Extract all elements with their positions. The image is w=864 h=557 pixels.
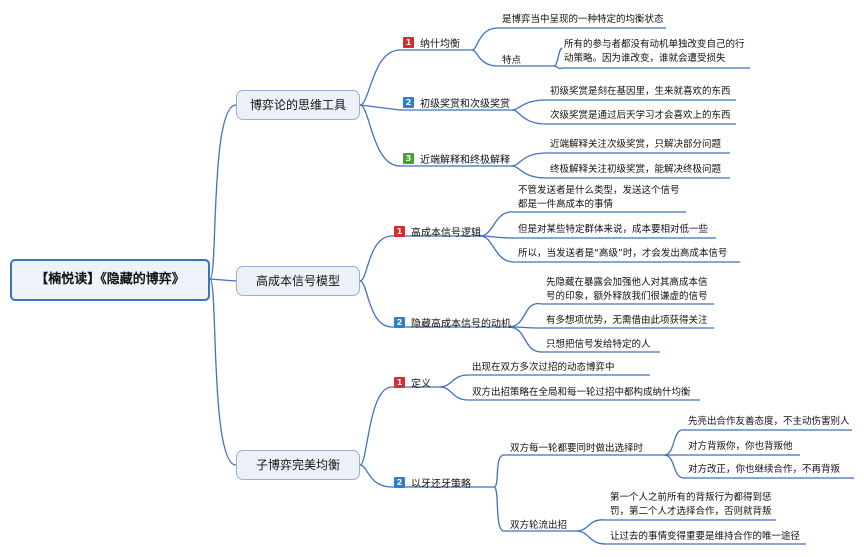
branch-subgame-perfect-equilibrium[interactable]: 子博弈完美均衡 [236, 450, 360, 480]
leaf-primary-reward: 初级奖赏是刻在基因里，生来就喜欢的东西 [550, 86, 731, 97]
group-label-features: 特点 [502, 55, 522, 66]
root-node[interactable]: 【楠悦读】《隐藏的博弈》 [10, 259, 210, 301]
sub-label: 高成本信号逻辑 [411, 228, 481, 239]
leaf-punish-betrayal: 第一个人之前所有的背叛行为都得到惩罚，第二个人才选择合作，否则就背叛 [610, 492, 772, 517]
sub-label: 以牙还牙策略 [411, 479, 471, 490]
leaf-signal-cost-lower: 但是对某些特定群体来说，成本要相对低一些 [518, 224, 709, 235]
leaf-signal-high-grade: 所以，当发送者是“高级”时，才会发出高成本信号 [518, 248, 728, 259]
sub-costly-signal-logic[interactable]: 1 高成本信号逻辑 [394, 224, 481, 239]
leaf-proximate-explanation: 近端解释关注次级奖赏，只解决部分问题 [550, 139, 722, 150]
branch-costly-signal-model[interactable]: 高成本信号模型 [236, 266, 360, 296]
sub-definition[interactable]: 1 定义 [394, 375, 431, 390]
sub-proximate-ultimate-explanation[interactable]: 3 近端解释和终极解释 [403, 151, 510, 166]
group-label-simultaneous: 双方每一轮都要同时做出选择时 [510, 443, 644, 454]
leaf-past-matters: 让过去的事情变得重要是维持合作的唯一途径 [610, 531, 801, 542]
sub-label: 定义 [411, 379, 431, 390]
sub-tit-for-tat[interactable]: 2 以牙还牙策略 [394, 475, 471, 490]
sub-label: 隐藏高成本信号的动机 [411, 319, 511, 330]
branch-game-theory-tools[interactable]: 博弈论的思维工具 [236, 90, 360, 120]
number-badge: 2 [403, 97, 414, 108]
leaf-global-nash: 双方出招策略在全局和每一轮过招中都构成纳什均衡 [472, 387, 691, 398]
leaf-betray-back: 对方背叛你，你也背叛他 [688, 441, 793, 452]
number-badge: 1 [403, 37, 414, 48]
leaf-secondary-reward: 次级奖赏是通过后天学习才会喜欢上的东西 [550, 110, 731, 121]
leaf-ultimate-explanation: 终极解释关注初级奖赏，能解决终极问题 [550, 164, 722, 175]
leaf-cooperate-first: 先亮出合作友善态度，不主动伤害别人 [688, 416, 850, 427]
leaf-signal-cost-all: 不管发送者是什么类型，发送这个信号都是一件高成本的事情 [518, 185, 680, 210]
number-badge: 1 [394, 377, 405, 388]
group-label-alternating: 双方轮流出招 [510, 520, 568, 531]
number-badge: 2 [394, 477, 405, 488]
leaf-nash-definition: 是博弈当中呈现的一种特定的均衡状态 [502, 14, 664, 25]
leaf-many-advantages: 有多想项优势，无需借由此项获得关注 [546, 315, 708, 326]
leaf-specific-receivers: 只想把信号发给特定的人 [546, 339, 651, 350]
number-badge: 3 [403, 153, 414, 164]
leaf-nash-feature: 所有的参与者都没有动机单独改变自己的行动策略。因为谁改变，谁就会遭受损失 [564, 39, 745, 64]
sub-label: 近端解释和终极解释 [420, 155, 510, 166]
leaf-hide-reveal: 先隐藏在暴露会加强他人对其高成本信号的印象，额外释放我们很谦虚的信号 [546, 277, 708, 302]
sub-label: 初级奖赏和次级奖赏 [420, 99, 510, 110]
sub-primary-secondary-reward[interactable]: 2 初级奖赏和次级奖赏 [403, 95, 510, 110]
sub-label: 纳什均衡 [420, 39, 460, 50]
leaf-keep-cooperating: 对方改正，你也继续合作，不再背叛 [688, 464, 841, 475]
number-badge: 1 [394, 226, 405, 237]
sub-nash-equilibrium[interactable]: 1 纳什均衡 [403, 35, 460, 50]
sub-hiding-signal-motive[interactable]: 2 隐藏高成本信号的动机 [394, 315, 511, 330]
number-badge: 2 [394, 317, 405, 328]
leaf-dynamic-game: 出现在双方多次过招的动态博弈中 [472, 362, 615, 373]
